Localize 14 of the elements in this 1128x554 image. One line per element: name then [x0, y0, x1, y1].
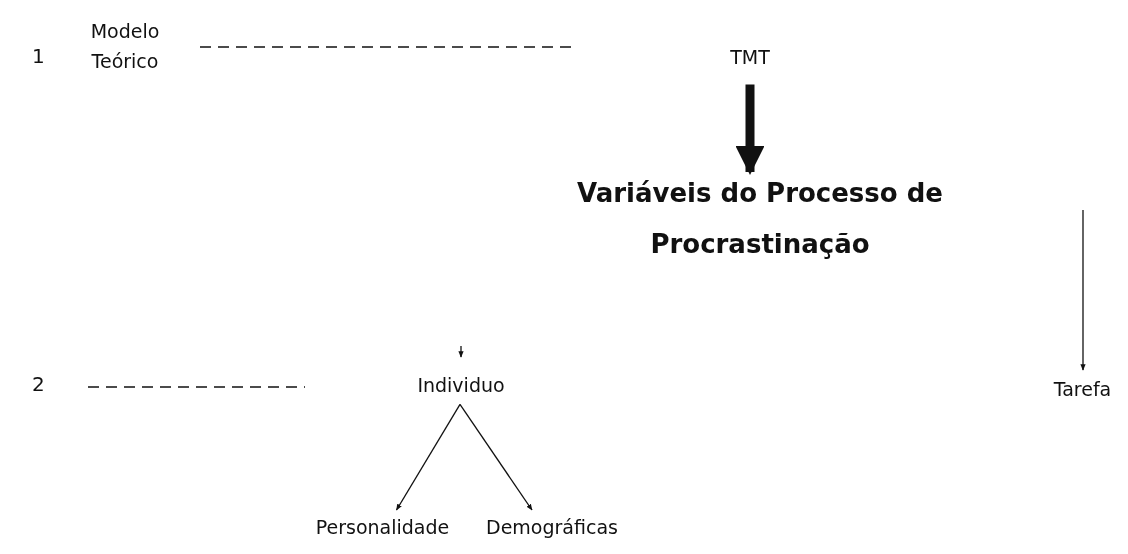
arrow	[458, 345, 464, 358]
node-label: Personalidade	[295, 512, 470, 543]
node-label: Modelo Teórico	[62, 16, 188, 77]
node-label: TMT	[700, 42, 800, 73]
arrow	[395, 403, 461, 511]
heading-text: Variáveis do Processo de Procrastinação	[560, 168, 960, 270]
arrow	[459, 403, 533, 511]
level-number: 2	[32, 372, 45, 396]
node-label: Demográficas	[472, 512, 632, 543]
arrow	[735, 84, 765, 175]
arrow	[1080, 209, 1086, 371]
node-label: Tarefa	[1040, 374, 1125, 405]
node-label: Individuo	[395, 370, 527, 401]
level-number: 1	[32, 44, 45, 68]
